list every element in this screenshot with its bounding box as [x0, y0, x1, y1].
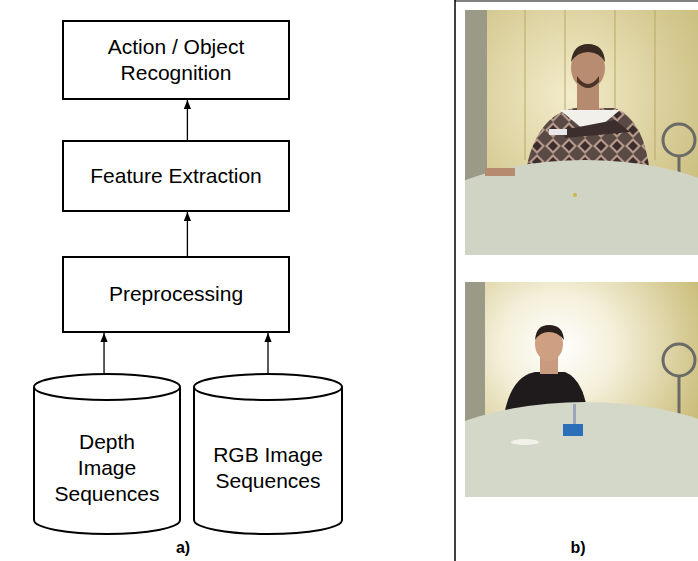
photo-top — [465, 10, 698, 255]
data-cylinder: Depth Image Sequences — [33, 373, 181, 535]
process-box: Feature Extraction — [62, 140, 290, 212]
node-text: Depth Image Sequences — [53, 429, 161, 508]
process-box: Action / Object Recognition — [62, 20, 290, 100]
node-text: Action / Object Recognition — [76, 34, 276, 87]
flow-arrow — [187, 212, 188, 256]
divider-line — [454, 0, 456, 561]
process-box: Preprocessing — [62, 256, 290, 333]
node-text: RGB Image Sequences — [203, 442, 333, 495]
photo-bottom — [465, 282, 698, 497]
cylinder-body — [34, 387, 180, 534]
flow-arrow — [267, 333, 268, 374]
node-text: Feature Extraction — [90, 163, 262, 189]
panel-label: a) — [176, 539, 190, 557]
flow-arrow — [187, 100, 188, 140]
cylinder-top — [34, 374, 180, 400]
data-cylinder: RGB Image Sequences — [193, 373, 343, 535]
panel-label: b) — [570, 539, 585, 557]
frame-line — [455, 1, 698, 2]
flow-arrow — [103, 333, 104, 374]
cylinder-body — [194, 387, 342, 534]
node-text: Preprocessing — [109, 281, 243, 307]
cylinder-outline — [33, 373, 181, 535]
cylinder-top — [194, 374, 342, 400]
